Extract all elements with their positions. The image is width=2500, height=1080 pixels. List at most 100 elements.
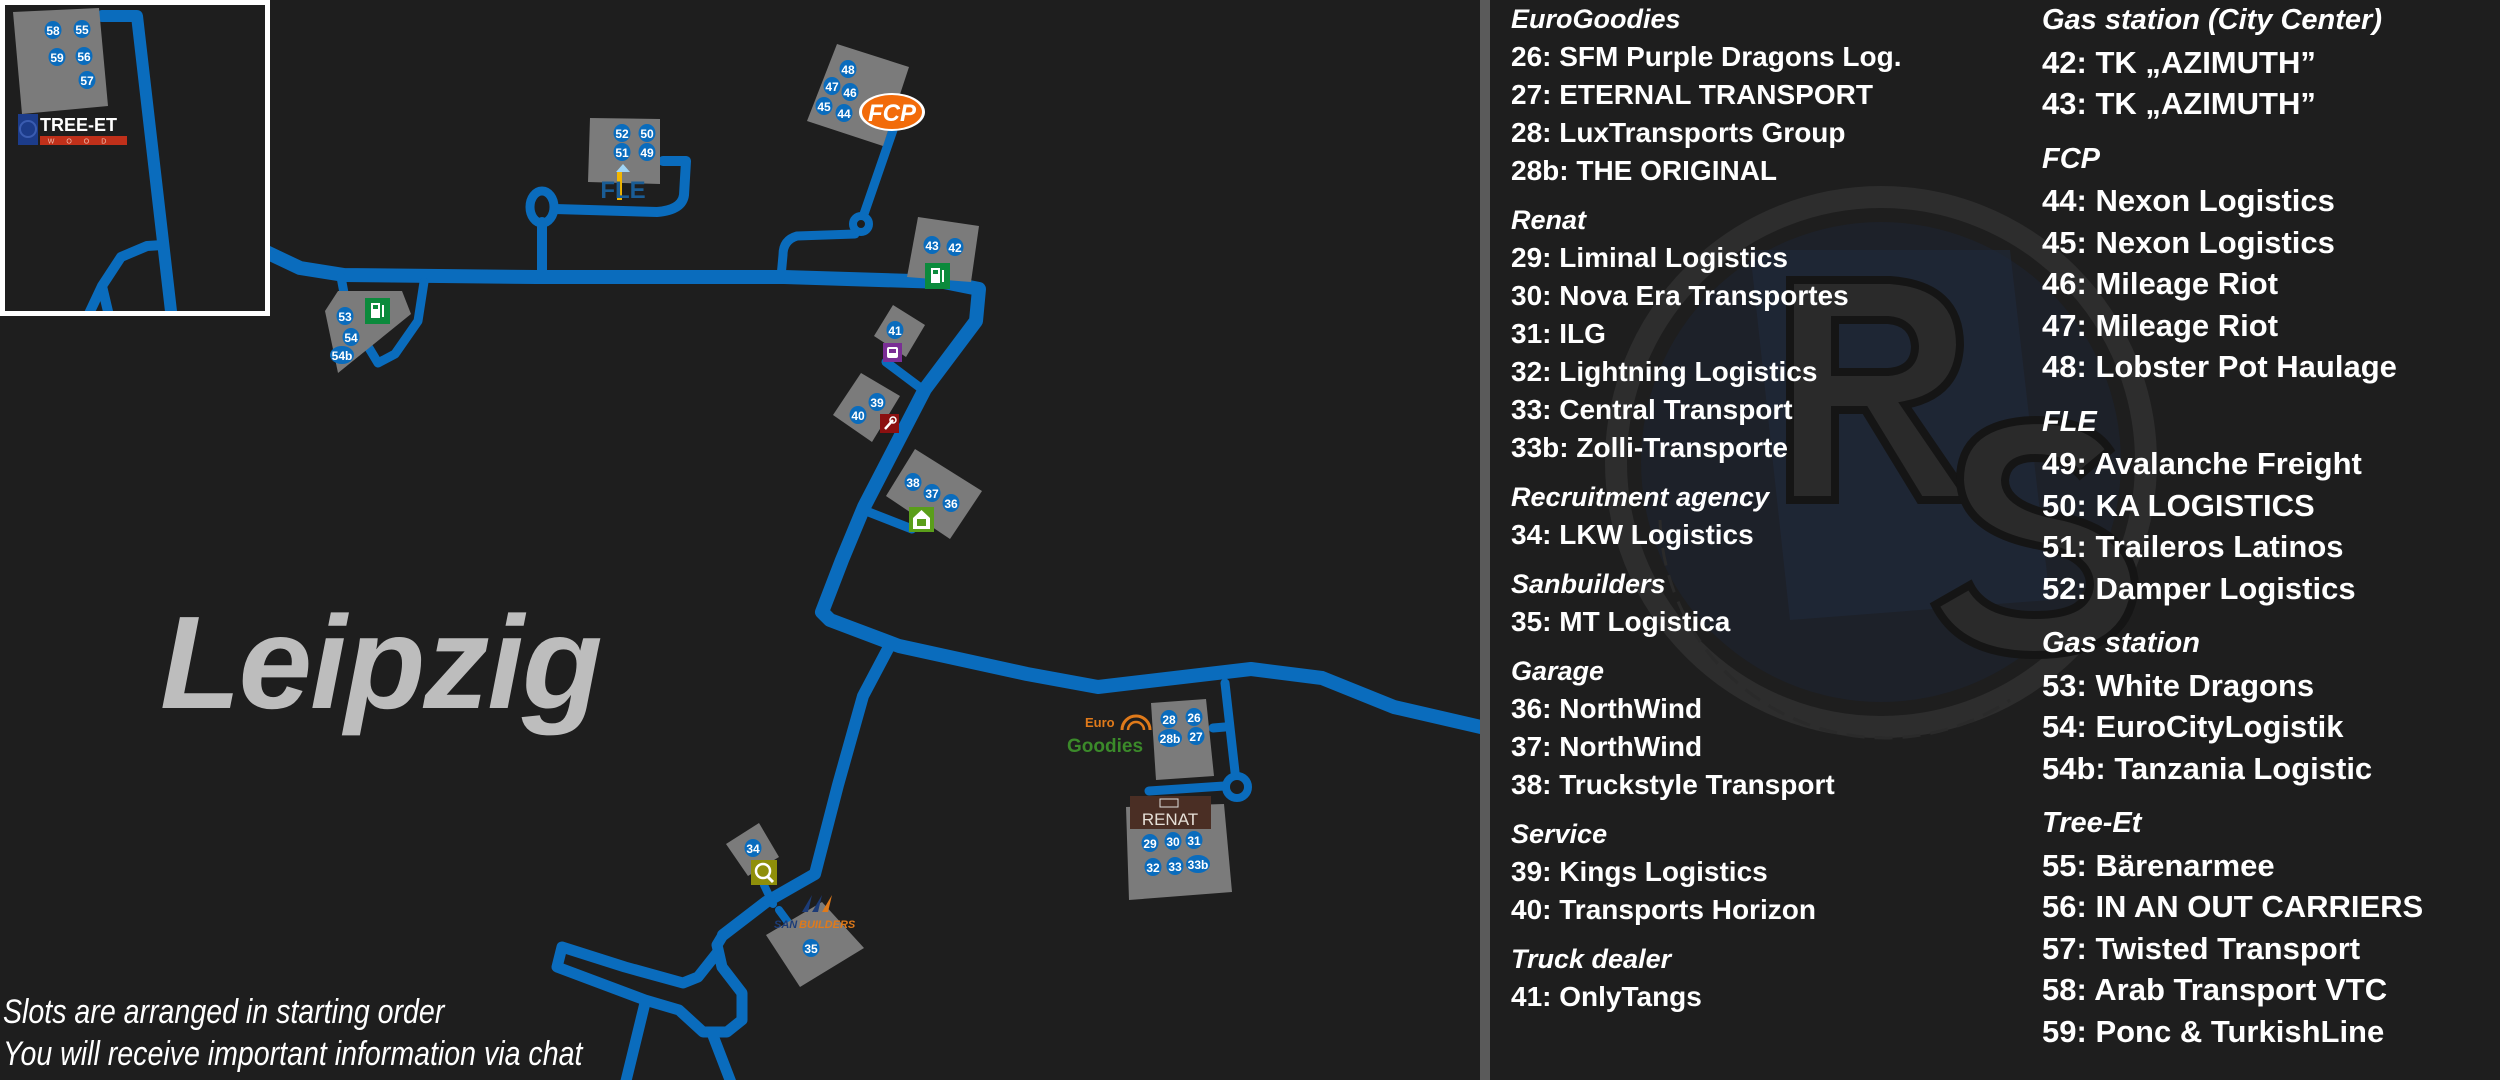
slot-number: 39 [870,396,884,410]
legend-slot-row: 54b: Tanzania Logistic [2042,748,2423,790]
slot-badge: 26 [1185,708,1203,726]
slot-badge-circle [802,939,820,957]
legend-group-title: Gas station (City Center) [2042,4,2382,36]
legend-slot-row: 49: Avalanche Freight [2042,443,2423,485]
map-canvas: FLE FCP Euro Goodies RENAT SAN BUILDERS … [255,44,1480,1080]
slot-number: 54 [344,331,358,345]
legend-slot-row: 36: NorthWind [1511,690,1901,728]
slot-number: 31: [1511,318,1552,349]
renat-logo: RENAT [1130,796,1211,829]
slot-badge-circle [868,393,886,411]
company-name: Lightning Logistics [1559,356,1818,387]
note-chat-info: You will receive important information v… [3,1035,583,1073]
slot-number: 32 [1146,861,1160,875]
slot-badge: 51 [613,143,631,161]
note-starting-order: Slots are arranged in starting order [3,993,445,1031]
company-name: Nova Era Transportes [1559,280,1849,311]
company-name: TK „AZIMUTH” [2095,86,2316,121]
slot-number: 54b [332,349,353,363]
company-name: Bärenarmee [2095,847,2275,883]
legend-slot-row: 57: Twisted Transport [2042,928,2423,970]
slot-badge: 35 [802,939,820,957]
fle-logo: FLE [600,164,646,204]
slot-number: 44: [2042,183,2087,218]
slot-badge: 55 [73,20,91,38]
company-name: ILG [1559,318,1606,349]
legend-slot-row: 26: SFM Purple Dragons Log. [1511,38,1901,76]
slot-number: 26 [1187,711,1201,725]
slot-number: 53 [338,310,352,324]
slot-number: 49: [2042,446,2087,481]
legend-slot-row: 29: Liminal Logistics [1511,239,1901,277]
company-name: OnlyTangs [1559,981,1702,1012]
legend-slot-row: 45: Nexon Logistics [2042,222,2423,264]
slot-number: 57: [2042,930,2087,966]
slot-number: 45 [817,100,831,114]
lot-service[interactable] [833,373,900,442]
slot-number: 38 [906,476,920,490]
svg-text:Euro: Euro [1085,715,1115,730]
slot-badge: 32 [1144,858,1162,876]
legend-slot-row: 28b: THE ORIGINAL [1511,152,1901,190]
slot-number: 28: [1511,117,1552,148]
slot-number: 37 [925,487,939,501]
slot-badge: 52 [613,124,631,142]
city-map[interactable]: FLE FCP Euro Goodies RENAT SAN BUILDERS … [0,0,1480,1080]
watermark-letter-r-shape [1786,276,1978,504]
company-name: Transports Horizon [1559,894,1816,925]
company-name: TK „AZIMUTH” [2095,44,2316,80]
slot-badge-circle [886,321,904,339]
company-name: Tanzania Logistic [2114,750,2373,786]
slot-number: 33: [1511,394,1552,425]
company-name: Damper Logistics [2095,570,2356,606]
company-name: Central Transport [1559,394,1793,425]
legend-group-title: Renat [1511,205,1587,235]
legend-slot-row: 58: Arab Transport VTC [2042,969,2423,1011]
company-name: LKW Logistics [1559,519,1754,550]
panel-divider [1480,0,1490,1080]
slot-badge-circle [1185,708,1203,726]
legend-slot-row: 30: Nova Era Transportes [1511,277,1901,315]
legend-group-title: FCP [2042,142,2100,175]
eurogoodies-logo: Euro Goodies [1067,714,1152,757]
slot-badge-circle [1166,857,1184,875]
slot-badge: 29 [1141,834,1159,852]
slot-number: 52: [2042,570,2087,606]
slot-badge: 45 [815,97,833,115]
slot-badge: 31 [1185,831,1203,849]
legend-slot-row: 33: Central Transport [1511,391,1901,429]
legend-group-title: Sanbuilders [1511,569,1666,599]
svg-text:TREE-ET: TREE-ET [40,115,117,135]
slot-number: 59: [2042,1013,2087,1049]
legend-slot-row: 32: Lightning Logistics [1511,353,1901,391]
slot-badge-circle [946,238,964,256]
watermark-letter-s-shape [1929,415,2140,660]
main-road [255,243,1480,735]
slot-badge: 44 [835,104,853,122]
slot-badge: 28 [1160,710,1178,728]
legend-group-title: Garage [1511,656,1605,686]
inset-road [96,10,178,311]
garage-road [856,504,917,534]
fle-access-road [537,156,691,282]
slot-number: 34: [1511,519,1552,550]
slot-number: 53: [2042,667,2087,703]
slot-badge-circle [1186,855,1210,873]
slot-number: 30: [1511,280,1552,311]
slot-badge-circle [823,77,841,95]
company-name: Truckstyle Transport [1559,769,1835,800]
legend-group-title: EuroGoodies [1511,4,1681,34]
slot-badge: 49 [638,143,656,161]
legend-slot-row: 31: ILG [1511,315,1901,353]
slot-number: 38: [1511,769,1552,800]
slot-number: 36: [1511,693,1552,724]
legend-slot-row: 40: Transports Horizon [1511,891,1901,929]
legend-slot-row: 54: EuroCityLogistik [2042,706,2423,748]
gas-station-icon [365,298,390,324]
gas-station-icon [925,263,950,289]
slot-number: 46: [2042,266,2087,301]
slot-badge-circle [73,20,91,38]
